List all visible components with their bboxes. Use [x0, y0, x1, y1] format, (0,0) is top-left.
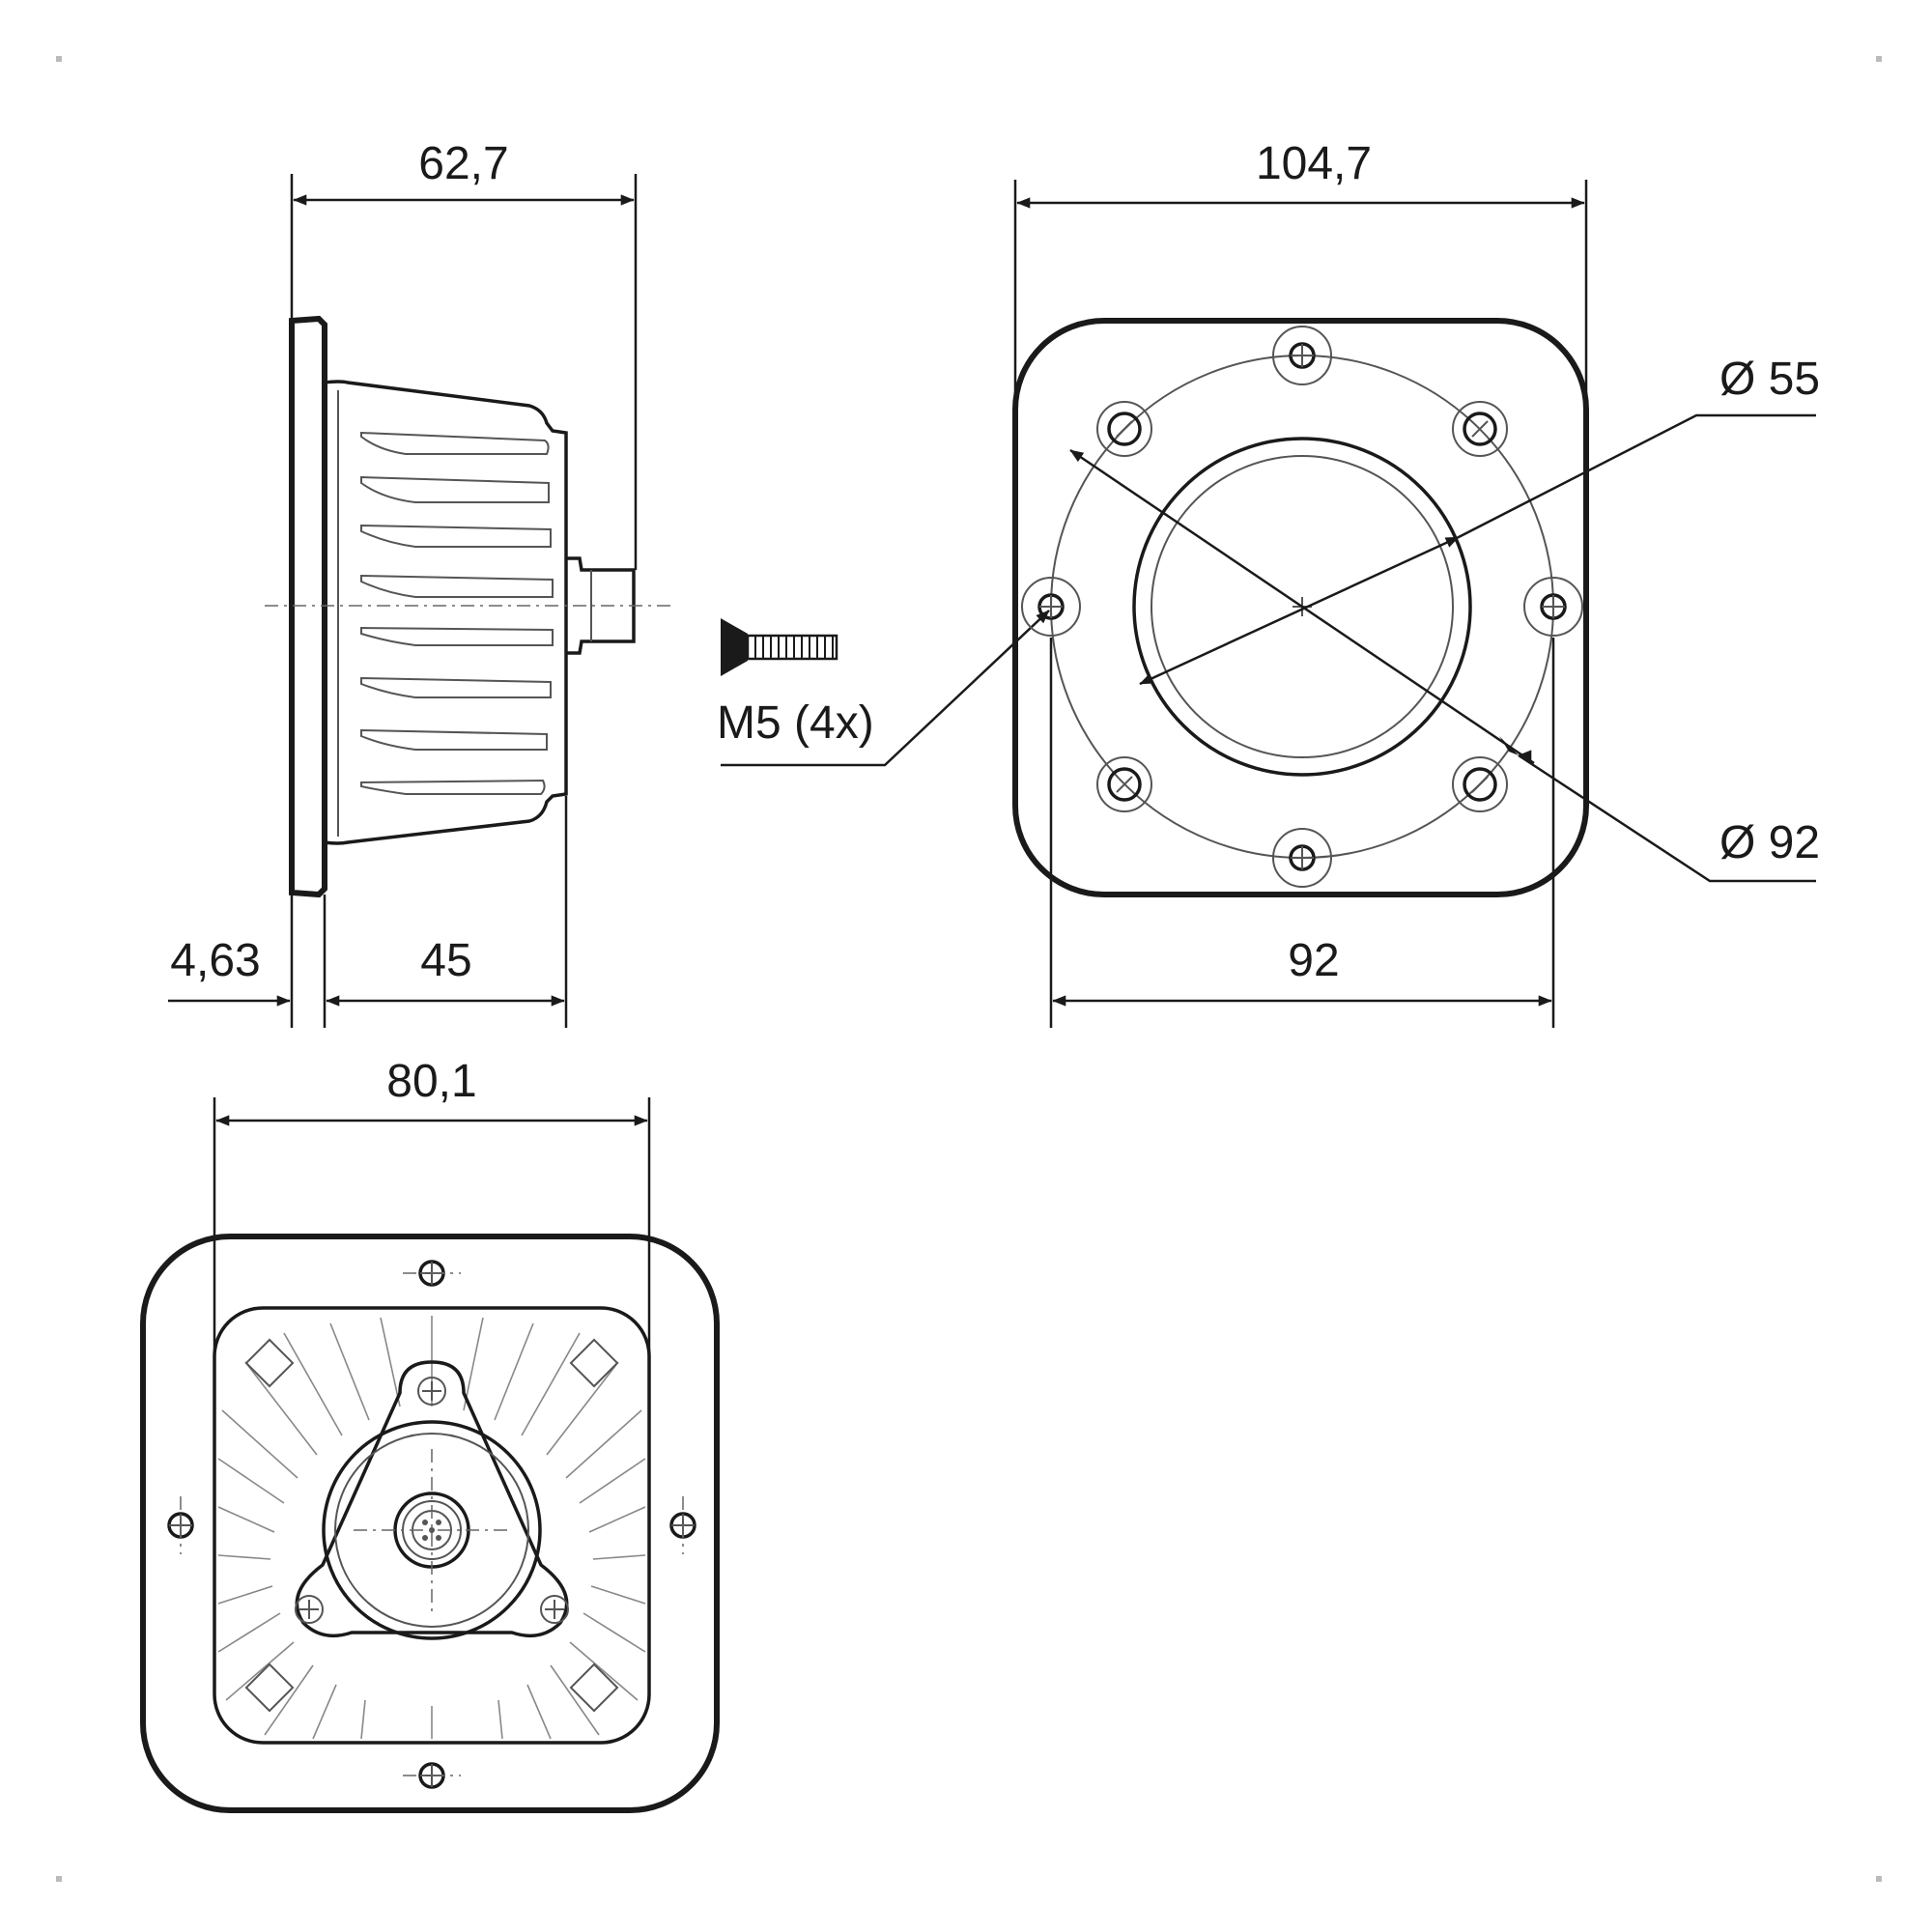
corner-marks: [56, 56, 1882, 1882]
dim-flange-label: 4,63: [170, 935, 260, 986]
mounting-holes: [1021, 326, 1583, 888]
dim-hole-spacing-label: 92: [1288, 935, 1339, 986]
screw-label: M5 (4x): [717, 697, 874, 749]
rear-dim-width-label: 80,1: [386, 1056, 476, 1107]
dia-inner-label: Ø 55: [1719, 354, 1820, 405]
dim-depth-label: 62,7: [418, 138, 508, 189]
rear-view: 80,1: [140, 1056, 720, 1813]
rear-fins: [217, 1316, 646, 1740]
dim-width-label: 104,7: [1256, 138, 1372, 189]
m5-screw-icon: [721, 618, 838, 676]
dia-bolt-circle-label: Ø 92: [1719, 817, 1820, 868]
side-view: 62,7 4,63 45: [168, 138, 676, 1028]
rear-mounting-holes: [167, 1260, 696, 1789]
dim-body-label: 45: [420, 935, 471, 986]
corner-blocks: [244, 1338, 619, 1713]
front-view: Ø 55 Ø 92 104,7 92: [1012, 138, 1820, 1028]
heatsink-fins: [360, 431, 554, 795]
